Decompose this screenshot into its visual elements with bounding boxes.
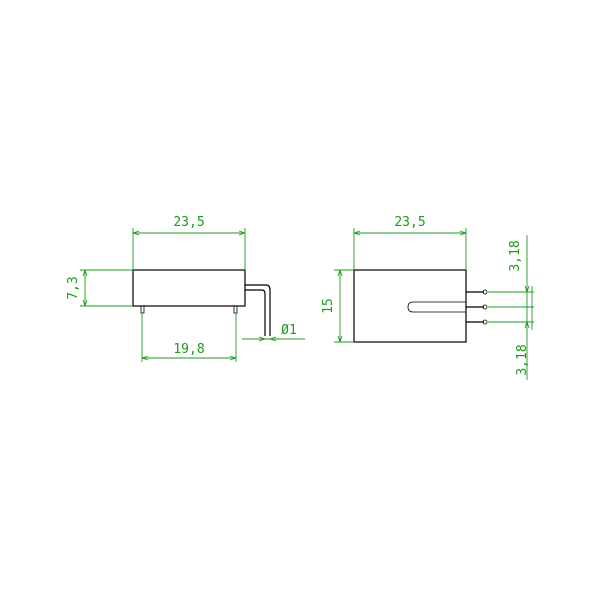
side-view-bent-lead bbox=[245, 284, 271, 336]
top-view-pin-3-end bbox=[482, 319, 488, 325]
top-pitch-upper-dimension: 3,18 bbox=[488, 235, 534, 308]
top-view-body bbox=[353, 269, 467, 343]
side-height-dimension: 7,3 bbox=[66, 269, 133, 307]
top-width-label: 23,5 bbox=[394, 215, 425, 230]
top-view-pin-2-end bbox=[482, 304, 488, 310]
side-width-dimension: 23,5 bbox=[132, 215, 246, 270]
top-view-pin-1-end bbox=[482, 289, 488, 295]
side-width-label: 23,5 bbox=[173, 215, 204, 230]
side-view-pin-left bbox=[140, 305, 145, 314]
top-height-label: 15 bbox=[321, 298, 336, 314]
top-view-inner-lead bbox=[407, 301, 466, 313]
side-view-body bbox=[132, 269, 246, 307]
top-width-dimension: 23,5 bbox=[353, 215, 467, 270]
side-view: 23,5 7,3 19,8 Ø1 bbox=[66, 215, 305, 362]
lead-diameter-dimension: Ø1 bbox=[242, 323, 305, 342]
side-height-label: 7,3 bbox=[66, 276, 81, 299]
lead-diameter-label: Ø1 bbox=[281, 323, 297, 338]
side-pitch-label: 19,8 bbox=[173, 342, 204, 357]
top-pitch-lower-dimension: 3,18 bbox=[488, 286, 534, 380]
top-pitch-upper-label: 3,18 bbox=[508, 240, 523, 271]
top-pitch-lower-label: 3,18 bbox=[515, 344, 530, 375]
top-height-dimension: 15 bbox=[321, 269, 354, 343]
top-view: 23,5 15 3,18 3,18 bbox=[321, 215, 534, 380]
side-pitch-dimension: 19,8 bbox=[141, 313, 237, 362]
side-view-pin-right bbox=[233, 305, 238, 314]
